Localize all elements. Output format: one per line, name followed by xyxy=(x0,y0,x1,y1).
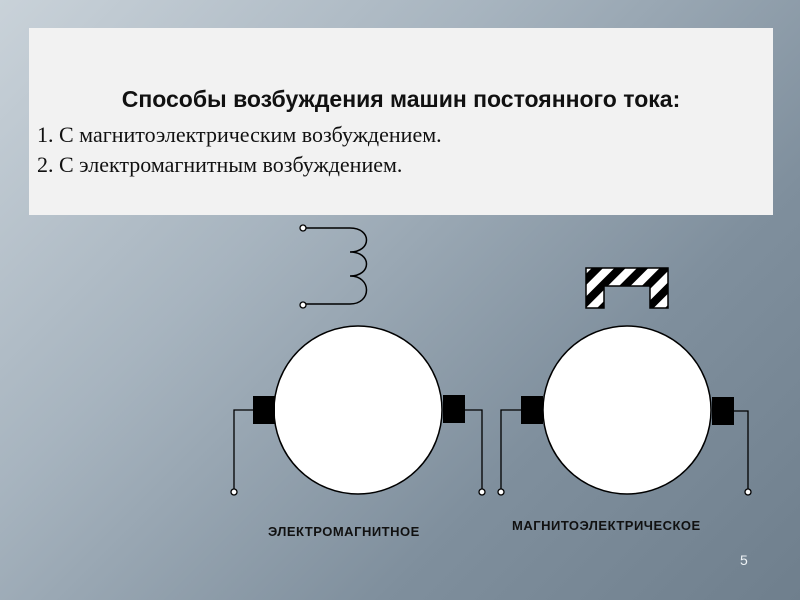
lead-right xyxy=(465,409,483,490)
page-number: 5 xyxy=(740,552,748,568)
text-panel: Способы возбуждения машин постоянного то… xyxy=(29,28,773,215)
terminal-left xyxy=(497,488,505,496)
coil-terminal-top xyxy=(299,224,307,232)
methods-list: 1. С магнитоэлектрическим возбуждением. … xyxy=(37,120,442,180)
list-item: 2. С электромагнитным возбуждением. xyxy=(37,152,403,177)
brush-left xyxy=(521,396,543,424)
coil-winding xyxy=(349,227,368,305)
field-coil xyxy=(304,227,368,305)
brush-right xyxy=(712,397,734,425)
brush-left xyxy=(253,396,275,424)
terminal-right xyxy=(744,488,752,496)
terminal-left xyxy=(230,488,238,496)
permanent-magnet-icon xyxy=(585,267,669,309)
lead-left xyxy=(233,409,253,490)
magnetoelectric-machine xyxy=(497,267,752,496)
slide-title: Способы возбуждения машин постоянного то… xyxy=(121,86,681,112)
coil-terminal-bottom xyxy=(299,301,307,309)
caption-electromagnetic: ЭЛЕКТРОМАГНИТНОЕ xyxy=(268,524,420,539)
terminal-right xyxy=(478,488,486,496)
electromagnetic-machine xyxy=(230,224,486,496)
armature-circle xyxy=(273,325,443,495)
caption-magnetoelectric: МАГНИТОЭЛЕКТРИЧЕСКОЕ xyxy=(512,518,701,533)
lead-left xyxy=(500,409,521,490)
lead-right xyxy=(734,410,749,490)
armature-circle xyxy=(542,325,712,495)
brush-right xyxy=(443,395,465,423)
list-item: 1. С магнитоэлектрическим возбуждением. xyxy=(37,122,442,147)
